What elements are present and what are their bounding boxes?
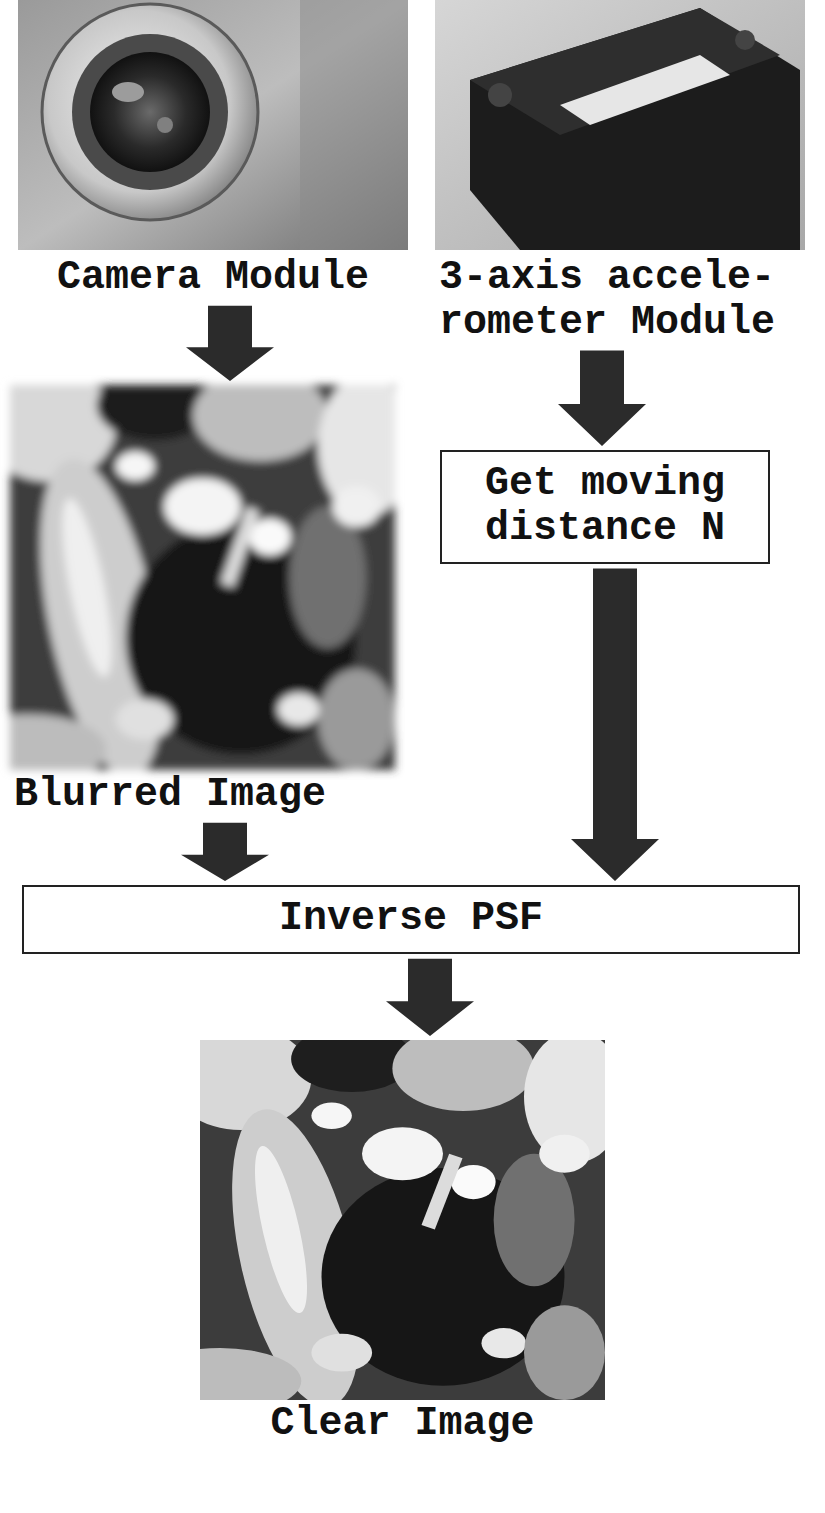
block-arrow (558, 351, 646, 446)
photo-caption: 3-axis accele- rometer Module (439, 256, 811, 346)
photo-caption-node: Blurred Image (10, 385, 395, 818)
process-box: Get moving distance N (440, 450, 770, 564)
photo-caption-node: Camera Module (18, 0, 408, 301)
block-arrow (386, 959, 474, 1036)
photo-caption: Clear Image (204, 1402, 601, 1447)
photo-caption-node: Clear Image (200, 1040, 605, 1447)
block-arrow (181, 823, 269, 881)
photo-caption-node: 3-axis accele- rometer Module (435, 0, 815, 346)
block-arrow (571, 569, 659, 881)
box-label: Get moving distance N (454, 462, 756, 552)
accelerometer-photo (435, 0, 805, 250)
clear-photo (139, 1026, 625, 1417)
photo-caption: Blurred Image (14, 773, 391, 818)
block-arrow (186, 306, 274, 381)
blurred-photo (0, 370, 414, 788)
process-box: Inverse PSF (22, 885, 800, 954)
camera-photo (18, 0, 408, 250)
box-label: Inverse PSF (36, 897, 786, 942)
photo-caption: Camera Module (22, 256, 404, 301)
